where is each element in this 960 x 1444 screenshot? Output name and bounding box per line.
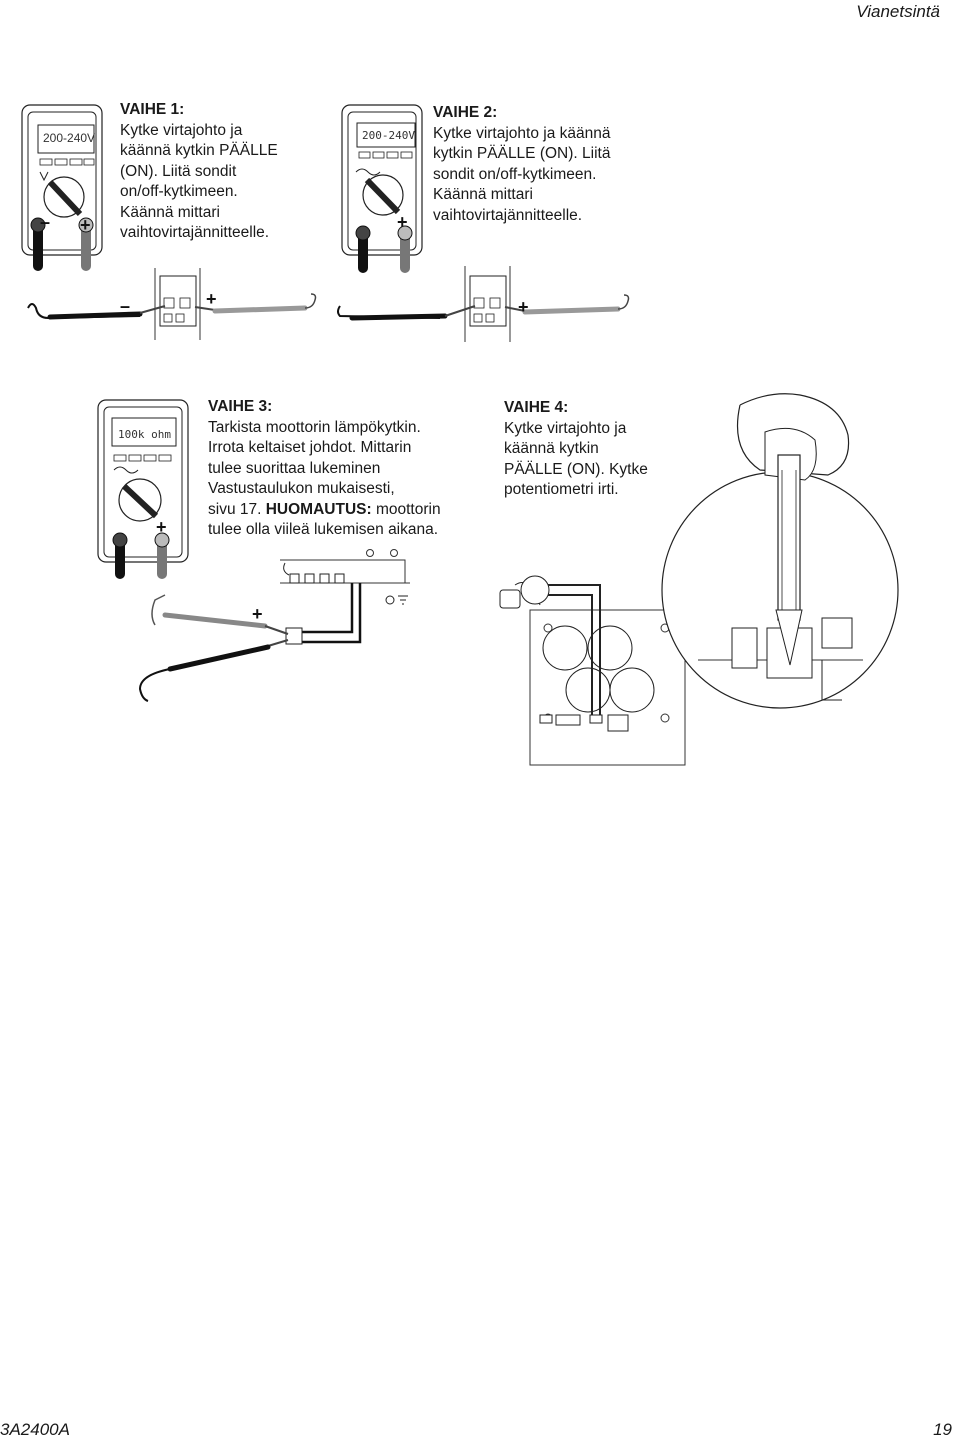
meter-1-minus: – — [40, 212, 50, 232]
page-number: 19 — [933, 1420, 952, 1439]
section-title: Vianetsintä — [856, 2, 940, 21]
multimeter-3-illustration: 100k ohm + — [97, 399, 189, 579]
thermal-probe-plus: + — [252, 604, 263, 624]
step-3-line: tulee suorittaa lukeminen — [208, 459, 381, 477]
step-3-line: Tarkista moottorin lämpökytkin. — [208, 418, 421, 436]
step-3-note-label: HUOMAUTUS: — [265, 500, 372, 518]
step-4-line: potentiometri irti. — [504, 481, 619, 498]
step-4-line: PÄÄLLE (ON). Kytke — [504, 460, 648, 478]
step-1-line: käännä kytkin PÄÄLLE — [120, 142, 278, 159]
step-1-line: on/off-kytkimeen. — [120, 183, 238, 200]
meter-2-display-text: 200-240V — [362, 129, 415, 142]
probe-right-plus: + — [518, 297, 529, 317]
step-1-line: vaihtovirtajännitteelle. — [120, 224, 270, 241]
meter-1-plus: + — [80, 215, 91, 235]
step-1-line: Käännä mittari — [120, 203, 220, 221]
step-2-line: sondit on/off-kytkimeen. — [433, 165, 597, 183]
step-3-note-rest: moottorin — [375, 500, 441, 518]
potentiometer-board-illustration — [499, 393, 899, 766]
step-2-line: kytkin PÄÄLLE (ON). Liitä — [433, 145, 611, 162]
switch-probes-left-illustration: – + — [27, 268, 317, 340]
step-3-line: sivu 17. — [208, 500, 262, 518]
step-1-line: Kytke virtajohto ja — [120, 121, 243, 139]
meter-3-display-text: 100k ohm — [118, 428, 171, 441]
meter-1-display-text: 200-240V — [43, 131, 95, 145]
step-2-line: Kytke virtajohto ja käännä — [433, 124, 611, 142]
step-4-heading: VAIHE 4: — [504, 399, 569, 416]
step-3-line: Irrota keltaiset johdot. Mittarin — [208, 439, 412, 456]
step-3-last-line: tulee olla viileä lukemisen aikana. — [208, 521, 439, 538]
meter-3-plus: + — [156, 517, 167, 537]
step-2-line: vaihtovirtajännitteelle. — [433, 206, 583, 224]
step-3-note-line: sivu 17. HUOMAUTUS: moottorin — [208, 500, 441, 521]
step-4-line: käännä kytkin — [504, 440, 599, 457]
step-4-line: Kytke virtajohto ja — [504, 419, 627, 437]
step-3-instructions: VAIHE 3: Tarkista moottorin lämpökytkin.… — [208, 397, 441, 541]
step-3-heading: VAIHE 3: — [208, 398, 273, 415]
document-code: 3A2400A — [0, 1420, 70, 1439]
multimeter-2-illustration: 200-240V + — [341, 104, 423, 273]
thermal-switch-probe-illustration: + — [138, 549, 410, 702]
step-1-line: (ON). Liitä sondit — [120, 162, 237, 180]
meter-2-plus: + — [397, 212, 408, 232]
step-2-instructions: VAIHE 2: Kytke virtajohto ja käännä kytk… — [433, 103, 611, 226]
step-1-heading: VAIHE 1: — [120, 101, 185, 118]
step-2-heading: VAIHE 2: — [433, 104, 498, 121]
probe-left-minus: – — [120, 296, 130, 316]
step-1-instructions: VAIHE 1: Kytke virtajohto ja käännä kytk… — [120, 100, 278, 244]
step-3-line: Vastustaulukon mukaisesti, — [208, 480, 395, 497]
step-2-line: Käännä mittari — [433, 186, 533, 203]
switch-probes-right-illustration: + — [337, 266, 630, 342]
multimeter-1-illustration: 200-240V – + — [21, 104, 103, 271]
probe-left-plus: + — [206, 289, 217, 309]
step-4-instructions: VAIHE 4: Kytke virtajohto ja käännä kytk… — [504, 398, 648, 501]
